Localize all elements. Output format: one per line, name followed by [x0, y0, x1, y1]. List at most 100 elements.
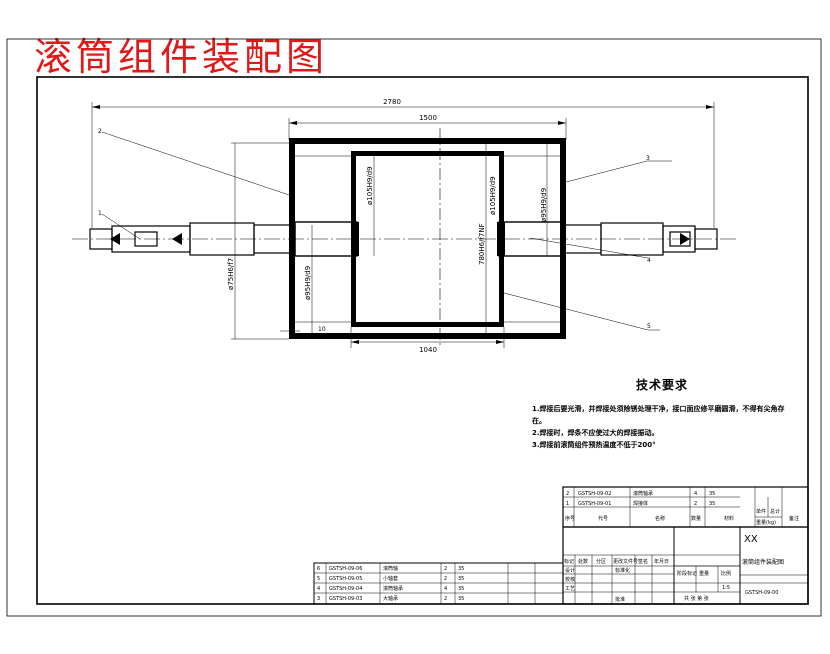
dim-left-bore: ø105H9/d9: [366, 166, 374, 205]
bom-bottom-qty-4: 2: [444, 596, 447, 602]
balloon-5: 5: [647, 323, 651, 330]
tb-mark: 标记: [564, 558, 574, 565]
tb-weight: 重量: [699, 570, 709, 577]
bom-bottom-code-1: GSTSH-09-06: [329, 566, 362, 572]
bom-bottom-mat-3: 35: [458, 586, 464, 592]
bom-bottom-name-2: 小轴套: [383, 575, 398, 582]
tb-std: 标准化: [615, 567, 630, 574]
balloon-2: 2: [98, 128, 102, 135]
bom-bottom-no-1: 6: [317, 566, 320, 572]
bom-bottom-no-2: 5: [317, 576, 320, 582]
outer-frame: [6, 38, 822, 617]
bom-top-qty-1: 4: [694, 491, 697, 497]
bom-bottom: [313, 562, 564, 605]
bom-bottom-name-1: 滚筒轴: [383, 565, 398, 572]
tech-title: 技术要求: [635, 378, 688, 392]
dim-drum-length: 1500: [419, 114, 437, 122]
drum-end-right: [560, 138, 566, 339]
drawing-number: GSTSH-09-00: [745, 590, 778, 596]
bom-bottom-name-3: 滚筒轴承: [383, 585, 403, 592]
bom-top-qty-2: 2: [694, 501, 697, 507]
balloon-4: 4: [647, 257, 651, 264]
bom-top-name-1: 滚筒轴承: [633, 490, 653, 497]
bom-bottom-no-4: 3: [317, 596, 320, 602]
bom-bottom-qty-3: 4: [444, 586, 447, 592]
bom-top-h-code: 代号: [598, 515, 608, 522]
bom-bottom-code-2: GSTSH-09-05: [329, 576, 362, 582]
bom-top-h-w1: 单件: [756, 508, 766, 515]
bom-bottom-mat-1: 35: [458, 566, 464, 572]
bom-bottom-qty-2: 2: [444, 576, 447, 582]
arrow: [706, 105, 714, 109]
dim-wall: 10: [318, 326, 326, 333]
bom-top-code-2: GSTSH-09-01: [578, 501, 611, 507]
drawing-title: 滚筒组件装配图: [34, 35, 329, 79]
bom-top-h-qty: 数量: [691, 515, 701, 522]
bom-top-h-mat: 材料: [724, 515, 734, 522]
arrow: [92, 105, 100, 109]
bom-top-h-note: 备注: [789, 515, 799, 522]
leader-4: [529, 237, 649, 259]
arrow: [289, 121, 297, 125]
left-keyway-arrow: [110, 233, 120, 245]
bom-bottom-name-4: 大轴承: [383, 595, 398, 602]
dim-right-bore: ø105H9/d9: [489, 176, 497, 215]
inner-tube-bottom: [351, 322, 504, 327]
company-name: XX: [744, 534, 758, 545]
bom-top-h-name: 名称: [655, 515, 665, 522]
bom-bottom-code-3: GSTSH-09-04: [329, 586, 362, 592]
right-keyway-arrow: [680, 233, 690, 245]
bom-bottom-qty-1: 2: [444, 566, 447, 572]
tb-check: 校核: [565, 576, 575, 583]
tech-line-1: 1.焊接后要光滑，并焊接处须除锈处理干净，接口面应修平磨圆滑，不得有尖角存: [532, 405, 785, 413]
bom-top-no-2: 1: [566, 501, 569, 507]
arrow: [558, 121, 566, 125]
bom-top-h-no: 序号: [565, 515, 575, 522]
bom-bottom-no-3: 4: [317, 586, 320, 592]
tb-date: 年月日: [654, 558, 669, 565]
bom-bottom-text: 6 GSTSH-09-06 滚筒轴 2 35 5 GSTSH-09-05 小轴套 2 35 4 GST…: [317, 565, 464, 602]
leader-5: [503, 292, 649, 331]
arrow: [351, 340, 359, 344]
tb-change: 更改文件号: [613, 558, 638, 565]
drum-end-left: [289, 138, 295, 339]
drawing-name: 滚筒组件装配图: [742, 558, 784, 566]
dim-drum-dia: 780H6/f7NF: [478, 223, 486, 265]
dim-right-journal: ø95H9/d9: [540, 188, 548, 222]
balloon-3: 3: [646, 155, 650, 162]
leader-1: [101, 213, 141, 240]
tb-qty: 处数: [578, 558, 588, 565]
arrow: [496, 340, 504, 344]
drum-shell-top: [289, 138, 566, 144]
tb-stage: 阶段标记: [677, 570, 697, 577]
inner-tube-top: [351, 151, 504, 156]
right-shaft: [560, 222, 718, 256]
dim-left-inner: ø95H9/d9: [304, 266, 312, 300]
bom-bottom-mat-4: 35: [458, 596, 464, 602]
drum-shell-bottom: [289, 333, 566, 339]
inner-frame: [36, 76, 809, 605]
tb-sheets: 共 张 第 张: [684, 595, 709, 602]
bom-top-mat-1: 35: [709, 491, 715, 497]
tech-line-1b: 在。: [532, 417, 546, 425]
bom-top-code-1: GSTSH-09-02: [578, 491, 611, 497]
bom-top-h-w2: 总计: [770, 508, 780, 515]
leader-3: [565, 160, 648, 183]
tech-line-3: 3.焊接前滚筒组件预热温度不低于200°: [532, 441, 656, 449]
tb-sign: 签名: [638, 558, 648, 565]
bom-top-h-weight: 重量(kg): [756, 519, 776, 526]
tb-design: 设计: [565, 567, 575, 574]
technical-requirements: 技术要求 1.焊接后要光滑，并焊接处须除锈处理干净，接口面应修平磨圆滑，不得有尖…: [532, 376, 802, 451]
tb-zone: 分区: [596, 558, 606, 565]
bom-bottom-mat-2: 35: [458, 576, 464, 582]
tech-line-2: 2.焊接时，焊条不应使过大的焊接振动。: [532, 429, 659, 437]
tb-proc: 工艺: [565, 586, 575, 592]
left-shaft: [89, 222, 296, 256]
balloon-1: 1: [98, 210, 102, 217]
tb-approve: 批准: [615, 596, 625, 603]
bom-top-name-2: 焊接体: [633, 500, 648, 507]
leader-2: [101, 131, 290, 196]
dim-inner-length: 1040: [419, 346, 437, 354]
left-keyway-arrow: [172, 233, 182, 245]
